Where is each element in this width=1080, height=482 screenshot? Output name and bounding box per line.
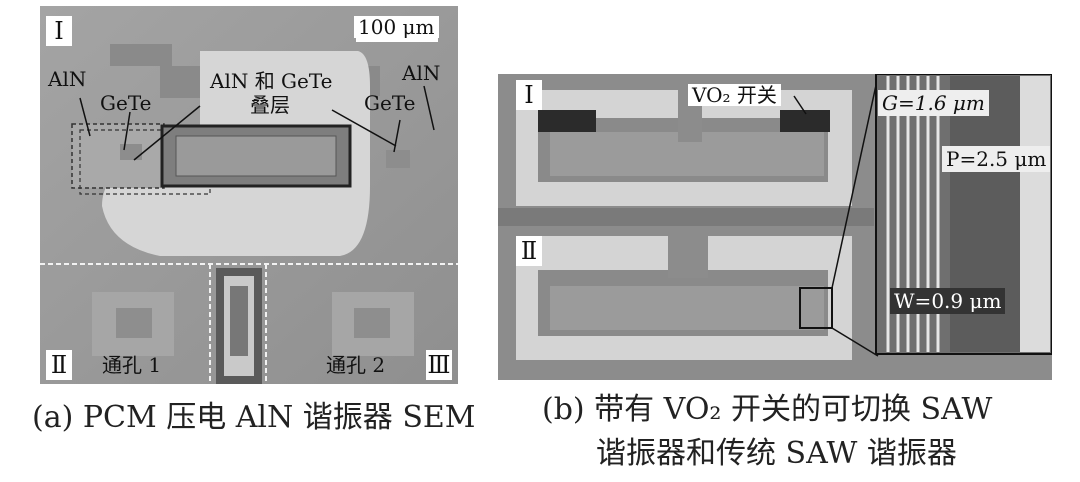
label-via-1: 通孔 1: [102, 353, 162, 377]
sem-image-saw-resonators: Ⅰ Ⅱ VO₂ 开关 G=1.6 μm P=2.5 μm W=0.9 μm: [498, 74, 1052, 380]
region-label-iii-a: Ⅲ: [426, 350, 452, 380]
sem-image-b-drawing: [498, 74, 1052, 380]
inset-label-w: W=0.9 μm: [890, 288, 1006, 314]
region-label-ii-a: Ⅱ: [46, 350, 72, 380]
scale-bar-label: 100 μm: [354, 16, 439, 38]
label-aln-right: AlN: [402, 61, 441, 85]
sem-image-pcm-aln-resonator: Ⅰ Ⅱ Ⅲ 100 μm AlN GeTe AlN 和 GeTe 叠层 AlN …: [40, 6, 458, 384]
label-gete-right: GeTe: [364, 91, 416, 115]
label-via-2: 通孔 2: [326, 353, 386, 377]
caption-a: (a) PCM 压电 AlN 谐振器 SEM: [32, 400, 476, 435]
label-aln-left: AlN: [48, 67, 87, 91]
label-stack-line1: AlN 和 GeTe: [210, 69, 333, 93]
region-label-ii-b: Ⅱ: [516, 236, 542, 266]
region-label-i-b: Ⅰ: [516, 80, 542, 110]
vo2-switch-label: VO₂ 开关: [688, 84, 781, 106]
region-label-i-a: Ⅰ: [46, 16, 72, 46]
label-stack-line2: 叠层: [250, 93, 290, 117]
sem-image-a-drawing: [40, 6, 458, 384]
inset-label-g: G=1.6 μm: [878, 90, 989, 116]
inset-label-p: P=2.5 μm: [942, 146, 1051, 172]
caption-b-line2: 谐振器和传统 SAW 谐振器: [596, 436, 957, 471]
caption-b-line1: (b) 带有 VO₂ 开关的可切换 SAW: [542, 392, 993, 427]
label-gete-left: GeTe: [100, 91, 152, 115]
